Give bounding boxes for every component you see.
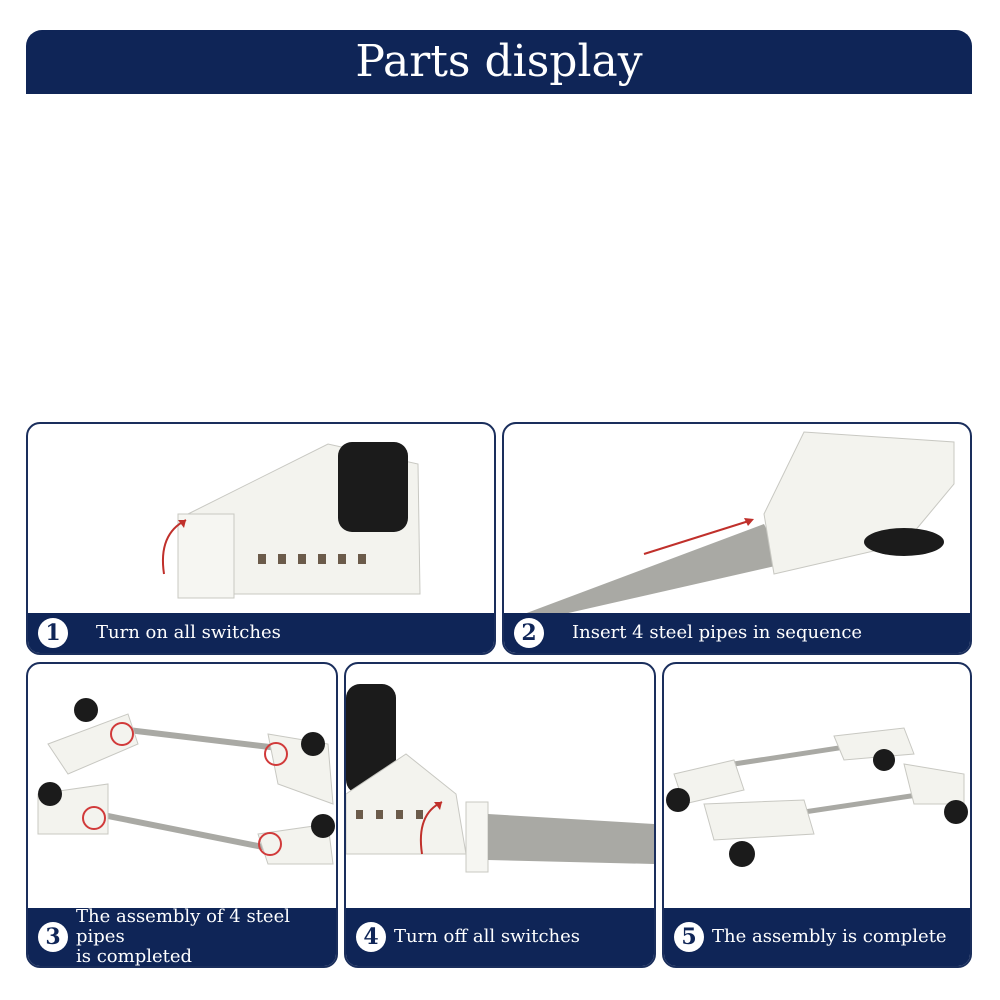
step-3-illustration <box>37 698 335 865</box>
step-3-panel: 3 The assembly of 4 steel pipes is compl… <box>26 662 338 968</box>
long-steel-pipe-2 <box>249 101 319 409</box>
step-5-text: The assembly is complete <box>712 926 947 947</box>
step-4-caption: 4 Turn off all switches <box>346 908 654 966</box>
step-2-illustration <box>524 431 955 614</box>
step-number-badge: 2 <box>514 618 544 648</box>
step-2-caption: 2 Insert 4 steel pipes in sequence <box>504 613 970 653</box>
step-1-panel: 1 Turn on all switches <box>26 422 496 655</box>
step-3-text: The assembly of 4 steel pipes is complet… <box>76 907 336 967</box>
corner-bracket-2 <box>612 137 790 331</box>
step-4-illustration <box>346 684 654 873</box>
step-3-caption: 3 The assembly of 4 steel pipes is compl… <box>28 907 336 967</box>
step-3-text-line-2: is completed <box>76 946 193 967</box>
long-steel-pipe-1 <box>209 101 283 409</box>
step-number-badge: 4 <box>356 922 386 952</box>
step-1-caption: 1 Turn on all switches <box>28 613 494 653</box>
step-number-badge: 5 <box>674 922 704 952</box>
short-steel-pipe-2 <box>347 189 381 349</box>
corner-bracket-1 <box>412 137 590 331</box>
parts-display-header: Parts display <box>26 30 972 94</box>
step-2-panel: 2 Insert 4 steel pipes in sequence <box>502 422 972 655</box>
short-steel-pipe-1 <box>305 189 341 349</box>
step-3-text-line-1: The assembly of 4 steel pipes <box>76 906 290 947</box>
step-5-panel: 5 The assembly is complete <box>662 662 972 968</box>
step-number-badge: 1 <box>38 618 68 648</box>
step-4-panel: 4 Turn off all switches <box>344 662 656 968</box>
step-5-caption: 5 The assembly is complete <box>664 908 970 966</box>
step-4-text: Turn off all switches <box>394 926 581 947</box>
step-5-illustration <box>666 727 968 867</box>
step-2-text: Insert 4 steel pipes in sequence <box>572 622 863 643</box>
page-title: Parts display <box>355 36 643 87</box>
step-1-illustration <box>162 442 421 599</box>
step-1-text: Turn on all switches <box>96 622 281 643</box>
step-number-badge: 3 <box>38 922 68 952</box>
